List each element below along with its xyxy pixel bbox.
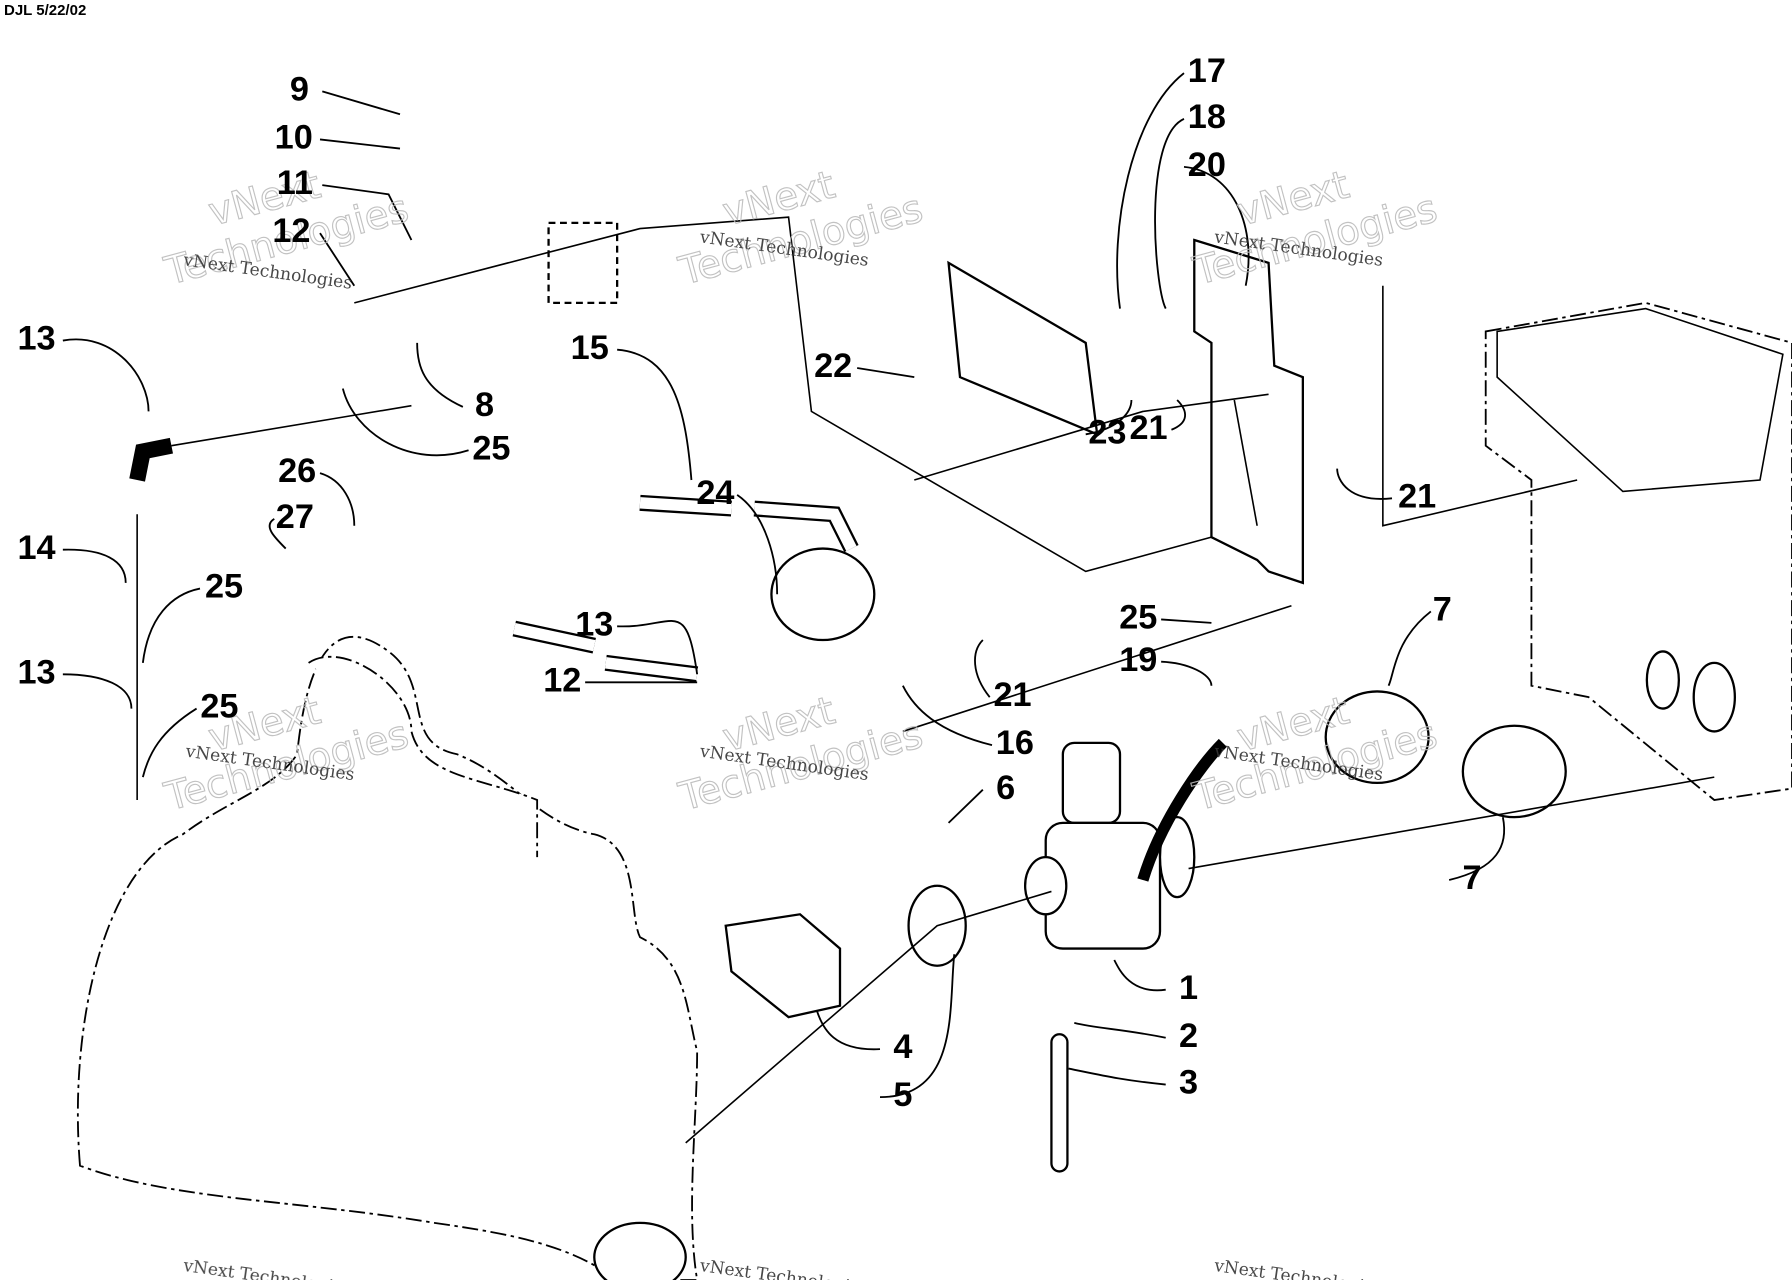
callout-25: 25 [200,688,238,726]
callout-21: 21 [1130,409,1168,447]
callout-24: 24 [696,474,734,512]
assembly-lines [136,216,1715,1144]
mounting-bracket [1193,238,1304,585]
intake-boot [1324,690,1430,784]
callout-25: 25 [205,568,243,606]
fuel-hoses [129,437,1227,882]
callout-13: 13 [575,605,613,643]
callout-10: 10 [275,118,313,156]
intake-boot [1461,724,1567,819]
callout-20: 20 [1188,146,1226,184]
callout-13: 13 [18,320,56,358]
callout-13: 13 [18,653,56,691]
svg-text:vNext Technologies: vNext Technologies [698,1256,870,1280]
callout-16: 16 [996,724,1034,762]
callout-4: 4 [893,1028,912,1066]
callout-11: 11 [277,164,313,202]
callout-12: 12 [543,661,581,699]
callout-7: 7 [1462,859,1481,897]
svg-text:vNext Technologies: vNext Technologies [181,1256,353,1280]
callout-21: 21 [994,676,1032,714]
drawing-code: DJL 5/22/02 [4,2,87,19]
callout-22: 22 [814,347,852,385]
fuel-valve-mount [547,221,619,304]
callout-2: 2 [1179,1017,1198,1055]
callout-6: 6 [996,769,1015,807]
callout-23: 23 [1088,413,1126,451]
callout-1: 1 [1179,969,1198,1007]
handlebar-switch [947,260,1099,437]
callout-5: 5 [893,1076,912,1114]
callout-7: 7 [1433,590,1452,628]
callout-26: 26 [278,452,316,490]
leader-lines [62,72,1506,1099]
callout-15: 15 [571,329,609,367]
callout-25: 25 [1119,598,1157,636]
callout-8: 8 [475,386,494,424]
intake-flange [724,913,842,1019]
callout-21: 21 [1398,477,1436,515]
callout-3: 3 [1179,1064,1198,1102]
callout-25: 25 [472,429,510,467]
callout-12: 12 [272,212,310,250]
callouts: 9 10 11 12 13 8 25 26 27 14 25 13 25 15 … [18,52,1482,1114]
callout-27: 27 [276,498,314,536]
callout-19: 19 [1119,641,1157,679]
fuel-pump [770,547,876,642]
callout-14: 14 [18,529,56,567]
svg-text:vNext Technologies: vNext Technologies [1212,1256,1384,1280]
engine-outline [77,635,699,1280]
callout-17: 17 [1188,52,1226,90]
callout-9: 9 [290,70,309,108]
carburetor [1023,741,1196,1173]
callout-18: 18 [1188,98,1226,136]
air-silencer-box [1484,301,1792,801]
